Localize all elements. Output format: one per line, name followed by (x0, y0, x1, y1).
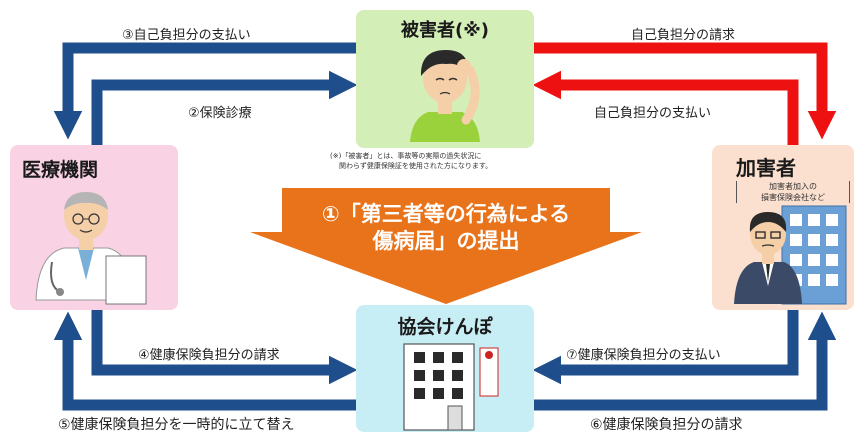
flow-label-7: ⑦健康保険負担分の支払い (566, 348, 721, 363)
victim-title: 被害者(※) (401, 20, 489, 41)
arrow-6 (533, 311, 837, 411)
victim-note: (※)「被害者」とは、事故等の実際の過失状況に 関わらず健康保険証を使用された方… (330, 152, 493, 170)
arrow-3 (53, 42, 356, 140)
flow-label-6: ⑥健康保険負担分の請求 (590, 417, 743, 433)
flow-label-red-top: 自己負担分の請求 (631, 28, 736, 43)
center-arrow (250, 188, 642, 304)
arrow-5 (53, 311, 356, 411)
arrow-2 (91, 70, 358, 146)
businessman-figure (734, 212, 802, 304)
flow-label-red-inner: 自己負担分の支払い (594, 106, 712, 121)
assailant-title: 加害者 (736, 156, 796, 180)
building-icon (403, 343, 499, 431)
flow-label-4: ④健康保険負担分の請求 (138, 348, 280, 363)
arrow-4 (91, 308, 358, 385)
doctor-figure (35, 192, 147, 305)
kyokai-title: 協会けんぽ (397, 316, 493, 338)
assailant-insurer-label: 加害者加入の 損害保険会社など (736, 181, 850, 203)
flow-label-5: ⑤健康保険負担分を一時的に立て替え (58, 417, 295, 433)
victim-figure (410, 50, 480, 142)
arrow-red-outer (533, 42, 837, 140)
flow-label-3: ③自己負担分の支払い (122, 28, 251, 43)
arrow-7 (532, 308, 799, 385)
arrow-red-inner (532, 70, 799, 146)
flow-label-2: ②保険診療 (188, 106, 252, 121)
hospital-title: 医療機関 (22, 159, 99, 181)
center-arrow-text: ①「第三者等の行為による 傷病届」の提出 (321, 202, 571, 253)
